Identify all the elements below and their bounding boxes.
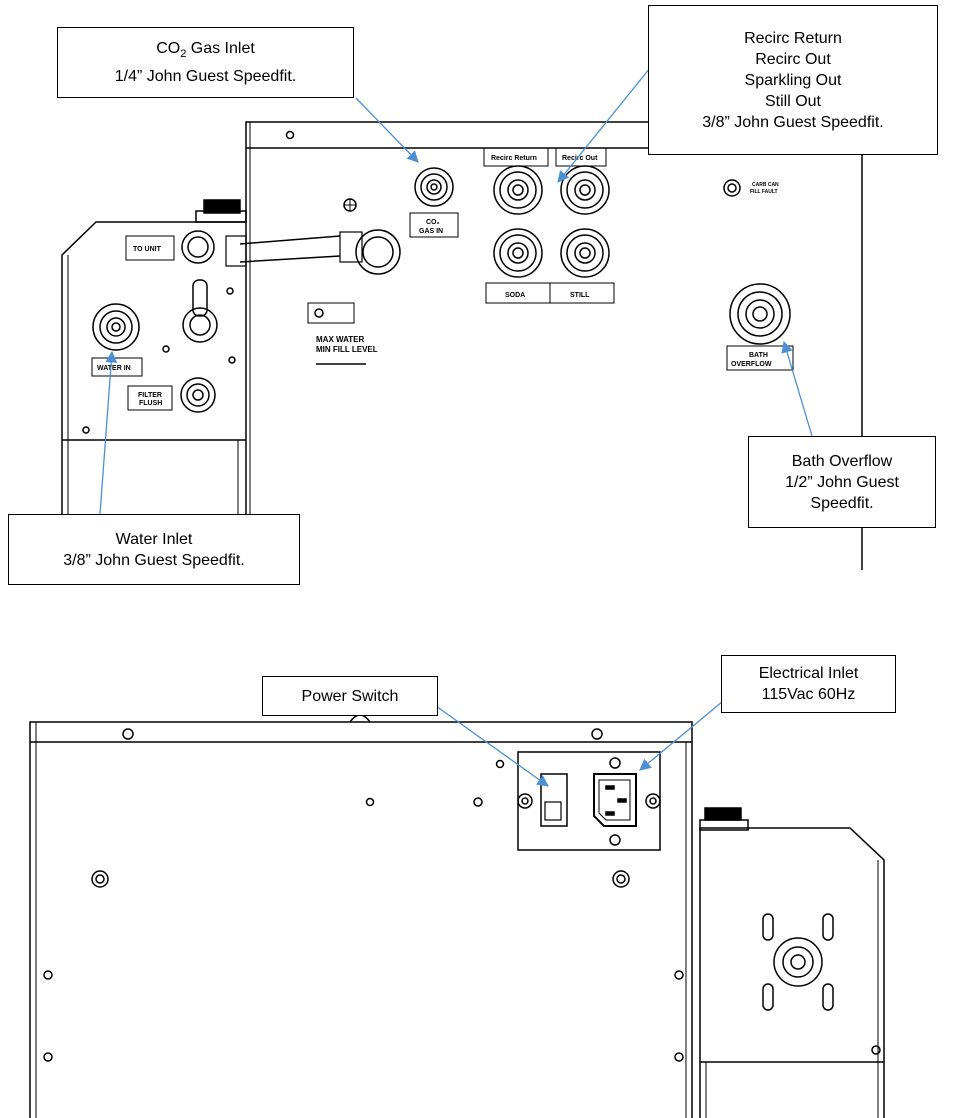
callout-electrical-inlet: Electrical Inlet 115Vac 60Hz xyxy=(721,655,896,713)
label-recirc-out: Recirc Out xyxy=(562,155,598,162)
callout-electrical-line1: Electrical Inlet xyxy=(758,665,859,682)
label-max-water: MAX WATER xyxy=(316,335,365,344)
callout-co2-gas-inlet: CO2 Gas Inlet 1/4” John Guest Speedfit. xyxy=(57,27,354,98)
label-filter-flush-2: FLUSH xyxy=(139,400,162,407)
callout-recirc-line5: 3/8” John Guest Speedfit. xyxy=(702,113,884,131)
main-cabinet xyxy=(245,121,863,570)
recirc-fittings xyxy=(483,147,615,304)
callout-recirc-line2: Recirc Out xyxy=(755,50,831,68)
callout-water-inlet: Water Inlet 3/8” John Guest Speedfit. xyxy=(8,514,300,585)
label-bath-overflow-1: BATH xyxy=(749,352,768,359)
side-filter-box xyxy=(699,807,885,1118)
leader-co2 xyxy=(355,97,419,163)
callout-bath-overflow: Bath Overflow 1/2” John Guest Speedfit. xyxy=(748,436,936,528)
label-soda: SODA xyxy=(505,292,525,299)
callout-electrical-line2: 115Vac 60Hz xyxy=(761,686,856,703)
fault-indicator xyxy=(723,179,741,197)
label-carb-fault-2: FILL FAULT xyxy=(750,189,778,195)
label-still: STILL xyxy=(570,292,590,299)
label-min-fill: MIN FILL LEVEL xyxy=(316,345,378,354)
label-to-unit: TO UNIT xyxy=(133,246,162,253)
leader-electrical xyxy=(639,691,735,771)
callout-water-line1: Water Inlet xyxy=(115,530,193,548)
leader-water xyxy=(99,350,118,515)
callout-power-switch: Power Switch xyxy=(262,676,438,716)
leader-power xyxy=(435,705,549,787)
top-view xyxy=(61,121,863,570)
callout-bath-line1: Bath Overflow xyxy=(791,452,893,470)
bath-overflow-fitting xyxy=(726,283,794,371)
main-rear-panel xyxy=(29,721,693,1118)
callout-recirc: Recirc Return Recirc Out Sparkling Out S… xyxy=(648,5,938,155)
callout-recirc-line3: Sparkling Out xyxy=(744,71,842,89)
callout-bath-line3: Speedfit. xyxy=(810,494,874,512)
screw-hole xyxy=(285,130,295,140)
label-carb-fault-1: CARB CAN xyxy=(752,182,779,188)
callout-water-line2: 3/8” John Guest Speedfit. xyxy=(63,551,245,569)
power-plate xyxy=(517,751,661,851)
callout-recirc-line4: Still Out xyxy=(764,92,821,110)
label-co2-gas-in-2: GAS IN xyxy=(419,228,443,235)
label-bath-overflow-2: OVERFLOW xyxy=(731,361,772,368)
label-recirc-return: Recirc Return xyxy=(491,155,537,162)
bottom-view xyxy=(29,714,885,1118)
co2-fitting xyxy=(409,167,459,238)
hose xyxy=(225,229,401,275)
callout-bath-line2: 1/2” John Guest xyxy=(785,473,899,491)
level-bracket xyxy=(307,302,355,324)
callout-power-line1: Power Switch xyxy=(301,687,399,705)
label-filter-flush-1: FILTER xyxy=(138,392,162,399)
label-water-in: WATER IN xyxy=(97,365,131,372)
label-co2-gas-in-1: CO₂ xyxy=(426,219,440,226)
leader-recirc xyxy=(557,67,651,183)
callout-recirc-line1: Recirc Return xyxy=(744,29,842,47)
leader-lines xyxy=(99,67,813,787)
callout-co2-line1: CO2 Gas Inlet xyxy=(156,40,255,61)
leader-bath xyxy=(781,340,813,437)
callout-co2-line2: 1/4” John Guest Speedfit. xyxy=(114,67,297,85)
top-panel-labels: Recirc Return Recirc Out SODA STILL CO₂ … xyxy=(97,155,779,407)
